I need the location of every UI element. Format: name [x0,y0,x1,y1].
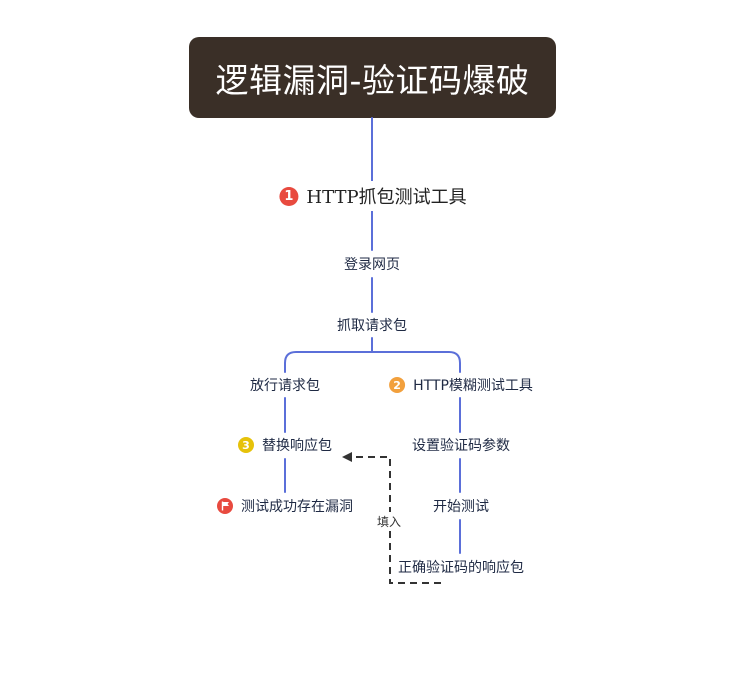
node-label: 放行请求包 [250,378,320,394]
priority-3-icon: 3 [238,437,254,453]
node-set-captcha-param[interactable]: 设置验证码参数 [409,433,513,457]
edge-label-fill-in: 填入 [376,512,403,531]
node-label: 测试成功存在漏洞 [241,499,353,515]
node-label: HTTP抓包测试工具 [306,187,467,208]
node-forward-request[interactable]: 放行请求包 [247,373,323,397]
node-label: HTTP模糊测试工具 [413,378,533,394]
priority-2-icon: 2 [389,377,406,393]
node-capture-request[interactable]: 抓取请求包 [334,313,410,337]
priority-1-icon: 1 [279,186,299,206]
node-label: 开始测试 [433,499,489,515]
node-label: 替换响应包 [262,438,332,454]
flag-icon [217,498,233,514]
node-replace-response[interactable]: 3 替换响应包 [235,433,335,457]
node-test-success[interactable]: 测试成功存在漏洞 [214,494,356,518]
root-topic-title: 逻辑漏洞-验证码爆破 [215,60,530,100]
node-label: 登录网页 [344,257,400,273]
fill-in-arrowhead [342,452,352,462]
node-label: 设置验证码参数 [412,438,510,454]
node-correct-captcha-response[interactable]: 正确验证码的响应包 [395,555,527,579]
root-topic[interactable]: 逻辑漏洞-验证码爆破 [189,37,556,118]
node-label: 抓取请求包 [337,318,407,334]
edge-branch-right [371,351,461,373]
node-start-test[interactable]: 开始测试 [430,494,492,518]
node-label: 正确验证码的响应包 [398,560,524,576]
node-login[interactable]: 登录网页 [341,252,403,276]
edge-branch-left [284,351,373,373]
node-http-fuzz-tool[interactable]: 2 HTTP模糊测试工具 [386,373,536,397]
node-http-capture-tool[interactable]: 1 HTTP抓包测试工具 [276,181,470,211]
